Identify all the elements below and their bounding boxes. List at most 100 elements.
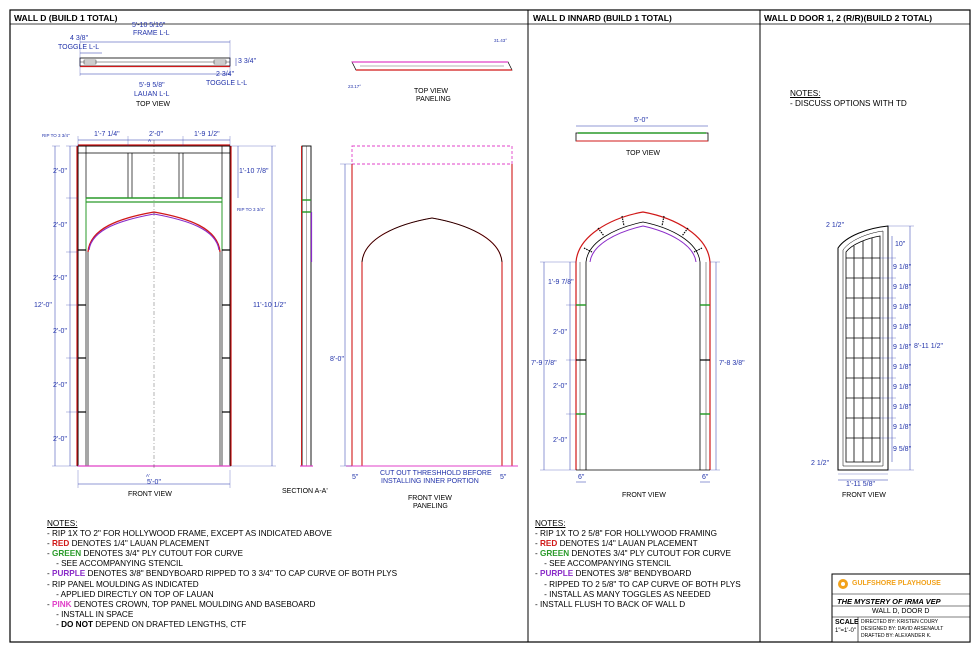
left-segment-2: 2'-0" <box>53 222 67 229</box>
dim-toggle-right: 2 3/4" <box>216 71 235 78</box>
innard-note-4: - SEE ACCOMPANYING STENCIL <box>535 559 671 569</box>
innard-notes: NOTES: - RIP 1X TO 2 5/8" FOR HOLLYWOOD … <box>535 519 741 610</box>
wall-d-note-2: - RED DENOTES 1/4" LAUAN PLACEMENT <box>47 539 210 549</box>
dim-top-left: 1'-7 1/4" <box>94 131 120 138</box>
dim-overall-height: 12'-0" <box>34 302 52 309</box>
dim-right-upper: 1'-10 7/8" <box>239 168 269 175</box>
door-dim-width: 1'-11 5/8" <box>846 481 875 488</box>
wall-d-top-view <box>79 40 237 76</box>
caption-paneling-top-1: TOP VIEW <box>414 88 448 95</box>
title-block-theatre: GULFSHORE PLAYHOUSE <box>852 580 941 587</box>
dim-toggle-label: TOGGLE L-L <box>58 44 100 51</box>
rip-mid-label: RIP TO 3 3/4" <box>237 207 265 212</box>
section-marker-top: A <box>148 138 152 143</box>
left-segment-4: 2'-0" <box>53 328 67 335</box>
innard-left-segment-2: 2'-0" <box>553 329 567 336</box>
door-note-1: - DISCUSS OPTIONS WITH TD <box>790 99 907 109</box>
wall-d-note-4: - SEE ACCOMPANYING STENCIL <box>47 559 183 569</box>
title-block-sheet-title: WALL D, DOOR D <box>872 608 930 615</box>
title-block-production: THE MYSTERY OF IRMA VEP <box>837 597 941 606</box>
left-segment-1: 2'-0" <box>53 168 67 175</box>
caption-wall-d-front-view: FRONT VIEW <box>128 491 172 498</box>
wall-d-note-1: - RIP 1X TO 2" FOR HOLLYWOOD FRAME, EXCE… <box>47 529 332 539</box>
wall-d-top-view-paneling <box>351 61 513 71</box>
innard-dim-width: 5'-0" <box>634 117 648 124</box>
paneling-dim-right-bottom: 5" <box>500 474 507 481</box>
wall-d-notes-heading: NOTES: <box>47 519 78 528</box>
dim-lauan-value: 5'-9 5/8" <box>139 82 165 89</box>
door-segment-7: 9 1/8" <box>893 364 912 371</box>
innard-top-view <box>575 125 709 142</box>
door-segment-10: 9 1/8" <box>893 424 912 431</box>
wall-d-note-5: - PURPLE DENOTES 3/8" BENDYBOARD RIPPED … <box>47 569 398 579</box>
door-segment-2: 9 1/8" <box>893 264 912 271</box>
door-dim-top-left: 2 1/2" <box>826 222 845 229</box>
door-segment-3: 9 1/8" <box>893 284 912 291</box>
wall-d-notes: NOTES: - RIP 1X TO 2" FOR HOLLYWOOD FRAM… <box>47 519 397 630</box>
wall-d-section <box>300 145 313 467</box>
left-segment-3: 2'-0" <box>53 275 67 282</box>
dim-toggle-right-label: TOGGLE L-L <box>206 80 248 87</box>
door-segment-6: 9 1/8" <box>893 344 912 351</box>
dim-top-mid: 2'-0" <box>149 131 163 138</box>
door-segment-9: 9 1/8" <box>893 404 912 411</box>
innard-front-view <box>540 211 720 483</box>
dim-toggle-value: 4 3/8" <box>70 35 89 42</box>
door-segment-11: 9 5/8" <box>893 446 912 453</box>
wall-d-note-6: - RIP PANEL MOULDING AS INDICATED <box>47 579 199 589</box>
section-marker-bottom: A' <box>146 473 150 478</box>
left-segment-5: 2'-0" <box>53 382 67 389</box>
caption-innard-top-view: TOP VIEW <box>626 150 660 157</box>
caption-paneling-top-2: PANELING <box>416 96 451 103</box>
innard-note-5: - PURPLE DENOTES 3/8" BENDYBOARD <box>535 569 692 579</box>
innard-note-1: - RIP 1X TO 2 5/8" FOR HOLLYWOOD FRAMING <box>535 529 718 539</box>
door-dim-bottom-left: 2 1/2" <box>811 460 830 467</box>
sheet-border <box>9 9 971 643</box>
wall-d-front-view <box>52 136 276 488</box>
dim-right-overall: 11'-10 1/2" <box>253 302 286 309</box>
door-front-view <box>837 225 914 481</box>
innard-dim-bottom-left: 6" <box>578 474 585 481</box>
wall-d-front-view-paneling <box>340 145 518 467</box>
panel-title-wall-d-innard: WALL D INNARD (BUILD 1 TOTAL) <box>533 13 672 23</box>
caption-innard-front-view: FRONT VIEW <box>622 492 666 499</box>
dim-frame-value: 5'-10 5/16" <box>132 22 166 29</box>
wall-d-note-3: - GREEN DENOTES 3/4" PLY CUTOUT FOR CURV… <box>47 549 243 559</box>
door-segment-5: 9 1/8" <box>893 324 912 331</box>
dim-top-right: 1'-9 1/2" <box>194 131 220 138</box>
dim-frame-label: FRAME L-L <box>133 30 170 37</box>
panel-title-wall-d: WALL D (BUILD 1 TOTAL) <box>14 13 118 23</box>
innard-dim-bottom-right: 6" <box>702 474 709 481</box>
innard-note-7: - INSTALL AS MANY TOGGLES AS NEEDED <box>535 589 711 599</box>
wall-d-note-7: - APPLIED DIRECTLY ON TOP OF LAUAN <box>47 589 214 599</box>
innard-overall-left: 7'-9 7/8" <box>531 360 557 367</box>
panel-title-wall-d-door: WALL D DOOR 1, 2 (R/R)(BUILD 2 TOTAL) <box>764 13 933 23</box>
dim-lauan-label: LAUAN L-L <box>134 91 170 98</box>
title-block-frame <box>831 573 971 643</box>
title-block-scale-label: SCALE <box>835 619 859 626</box>
paneling-dim-left-bottom: 5" <box>352 474 359 481</box>
dim-depth: 3 3/4" <box>238 58 257 65</box>
door-notes: NOTES: - DISCUSS OPTIONS WITH TD <box>790 89 907 109</box>
door-overall-height: 8'-11 1/2" <box>914 343 943 350</box>
caption-paneling-front-2: PANELING <box>413 503 448 510</box>
innard-note-8: - INSTALL FLUSH TO BACK OF WALL D <box>535 599 686 609</box>
angle-right: 31.43° <box>494 38 508 43</box>
innard-overall-right: 7'-8 3/8" <box>719 360 745 367</box>
door-segment-1: 10" <box>895 241 906 248</box>
innard-left-segment-3: 2'-0" <box>553 383 567 390</box>
left-segment-6: 2'-0" <box>53 436 67 443</box>
title-block-designed-by: DESIGNED BY: DAVID ARSENAULT <box>861 626 944 632</box>
innard-note-6: - RIPPED TO 2 5/8" TO CAP CURVE OF BOTH … <box>535 579 741 589</box>
door-notes-heading: NOTES: <box>790 89 821 98</box>
title-block-drafted-by: DRAFTED BY: ALEXANDER K. <box>861 633 932 639</box>
angle-left: 23.17° <box>348 84 362 89</box>
title-block-scale-value: 1"=1'-0" <box>835 628 856 634</box>
dim-width: 5'-0" <box>147 479 161 486</box>
wall-d-note-10: - DO NOT DEPEND ON DRAFTED LENGTHS, CTF <box>47 619 247 629</box>
caption-section: SECTION A-A' <box>282 488 328 495</box>
innard-left-segment-4: 2'-0" <box>553 437 567 444</box>
rip-top-label: RIP TO 3 3/4" <box>42 133 70 138</box>
paneling-dim-height: 8'-0" <box>330 356 344 363</box>
